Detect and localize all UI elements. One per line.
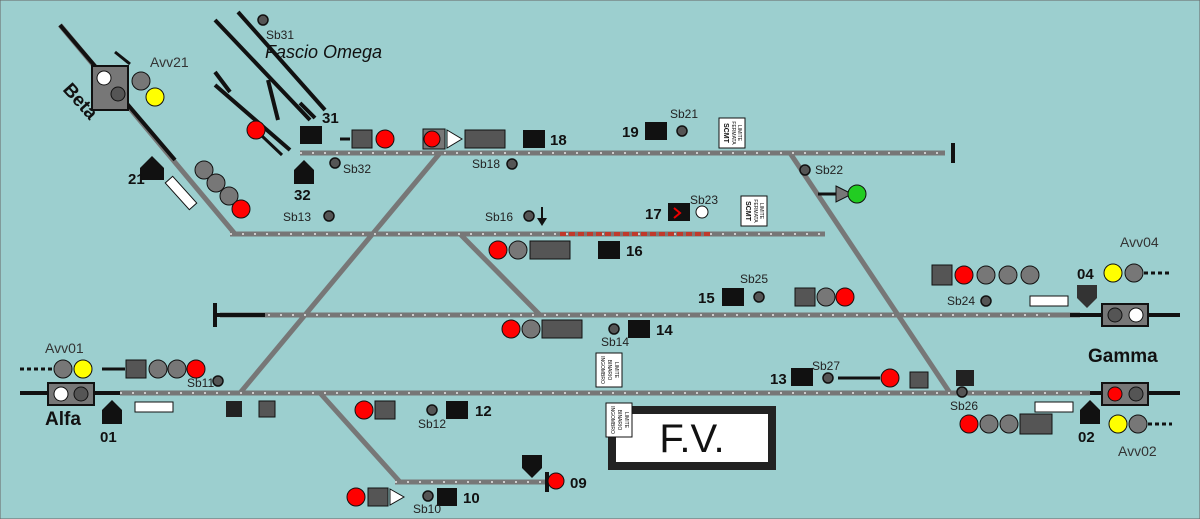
sb16-arrow-icon bbox=[537, 207, 547, 226]
signal-09[interactable]: 09 bbox=[522, 455, 587, 492]
avv04-signal[interactable] bbox=[1101, 263, 1172, 327]
svg-text:15: 15 bbox=[698, 290, 715, 307]
shunt-discs[interactable] bbox=[212, 14, 992, 502]
sb12-label: Sb12 bbox=[418, 417, 446, 431]
svg-text:LIMITE: LIMITE bbox=[623, 412, 629, 429]
svg-text:02: 02 bbox=[1078, 429, 1095, 446]
track-crossover-right[interactable] bbox=[787, 151, 953, 395]
svg-text:31: 31 bbox=[322, 110, 339, 127]
board-limite-binario-a: LIMITE BINARIO INGOMBRO bbox=[595, 352, 623, 388]
svg-text:09: 09 bbox=[570, 475, 587, 492]
svg-text:FERMATA: FERMATA bbox=[752, 199, 758, 223]
sb22-label: Sb22 bbox=[815, 163, 843, 177]
sb16-label: Sb16 bbox=[485, 210, 513, 224]
sb10-label: Sb10 bbox=[413, 502, 441, 516]
svg-text:INGOMBRO: INGOMBRO bbox=[599, 356, 605, 384]
svg-text:10: 10 bbox=[463, 490, 480, 507]
avv02-label: Avv02 bbox=[1118, 443, 1157, 459]
sb21-label: Sb21 bbox=[670, 107, 698, 121]
sb26-label: Sb26 bbox=[950, 399, 978, 413]
avv21-signal[interactable] bbox=[91, 50, 165, 111]
sb24-label: Sb24 bbox=[947, 294, 975, 308]
board-limite-scmt-a: LIMITE FERMATA SCMT bbox=[718, 117, 746, 149]
svg-text:BINARIO: BINARIO bbox=[616, 410, 622, 431]
sb11-label: Sb11 bbox=[187, 376, 214, 390]
svg-text:LIMITE: LIMITE bbox=[736, 125, 742, 142]
board-limite-scmt-b: LIMITE FERMATA SCMT bbox=[740, 195, 768, 227]
avv02-signal[interactable] bbox=[1101, 382, 1172, 434]
svg-text:21: 21 bbox=[128, 171, 145, 188]
svg-text:SCMT: SCMT bbox=[744, 201, 751, 222]
svg-text:SCMT: SCMT bbox=[722, 123, 729, 144]
sb32-label: Sb32 bbox=[343, 162, 371, 176]
sb23-label: Sb23 bbox=[690, 193, 718, 207]
station-label: F.V. bbox=[659, 417, 724, 461]
sb18-label: Sb18 bbox=[472, 157, 500, 171]
svg-text:32: 32 bbox=[294, 187, 311, 204]
track-crossover-16-14[interactable] bbox=[458, 232, 542, 317]
signal-18[interactable]: 18 bbox=[422, 128, 567, 150]
signal-15[interactable]: 15 bbox=[698, 287, 855, 307]
sb27-label: Sb27 bbox=[812, 359, 840, 373]
signal-17[interactable]: 17 bbox=[645, 203, 709, 223]
svg-text:16: 16 bbox=[626, 243, 643, 260]
svg-text:14: 14 bbox=[656, 322, 673, 339]
signal-14[interactable]: 14 bbox=[501, 319, 673, 339]
signal-10[interactable]: 10 bbox=[346, 487, 480, 507]
sb13-label: Sb13 bbox=[283, 210, 311, 224]
line-label-alfa: Alfa bbox=[45, 409, 81, 430]
svg-text:19: 19 bbox=[622, 124, 639, 141]
signal-04[interactable]: 04 bbox=[931, 264, 1097, 308]
board-limite-binario-b: LIMITE BINARIO INGOMBRO bbox=[605, 402, 633, 438]
track-crossover-left[interactable] bbox=[238, 151, 442, 395]
track-branch-10[interactable] bbox=[318, 391, 402, 484]
svg-text:INGOMBRO: INGOMBRO bbox=[609, 406, 615, 434]
signal-16[interactable]: 16 bbox=[488, 240, 643, 260]
signal-21[interactable]: 21 bbox=[128, 156, 251, 219]
svg-text:17: 17 bbox=[645, 206, 662, 223]
signal-01[interactable]: 01 bbox=[100, 400, 174, 446]
svg-text:LIMITE: LIMITE bbox=[613, 362, 619, 379]
avv21-label: Avv21 bbox=[150, 54, 189, 70]
svg-text:LIMITE: LIMITE bbox=[758, 203, 764, 220]
signal-19[interactable]: 19 bbox=[622, 122, 667, 141]
track-segment-marks bbox=[120, 152, 1090, 483]
signal-sb11-route[interactable] bbox=[102, 359, 276, 418]
avv04-label: Avv04 bbox=[1120, 234, 1159, 250]
sb14-label: Sb14 bbox=[601, 335, 629, 349]
svg-text:FERMATA: FERMATA bbox=[730, 121, 736, 145]
avv01-label: Avv01 bbox=[45, 340, 84, 356]
signal-13[interactable]: 13 bbox=[770, 368, 900, 388]
signal-31[interactable]: 31 bbox=[246, 110, 395, 157]
signal-sb26-route[interactable] bbox=[909, 370, 974, 389]
station-box[interactable]: F.V. bbox=[608, 406, 776, 470]
sb25-label: Sb25 bbox=[740, 272, 768, 286]
signal-sb22-route[interactable] bbox=[818, 184, 867, 204]
svg-text:12: 12 bbox=[475, 403, 492, 420]
line-label-fascio-omega: Fascio Omega bbox=[265, 42, 382, 62]
svg-text:BINARIO: BINARIO bbox=[606, 360, 612, 381]
signal-02[interactable]: 02 bbox=[959, 400, 1100, 446]
signal-32[interactable]: 32 bbox=[294, 160, 314, 204]
avv01-signal[interactable] bbox=[20, 359, 95, 406]
line-label-gamma: Gamma bbox=[1088, 346, 1158, 367]
svg-text:18: 18 bbox=[550, 132, 567, 149]
svg-text:13: 13 bbox=[770, 371, 787, 388]
sb31-label: Sb31 bbox=[266, 28, 294, 42]
svg-text:01: 01 bbox=[100, 429, 117, 446]
signal-12[interactable]: 12 bbox=[354, 400, 492, 420]
svg-text:04: 04 bbox=[1077, 266, 1094, 283]
